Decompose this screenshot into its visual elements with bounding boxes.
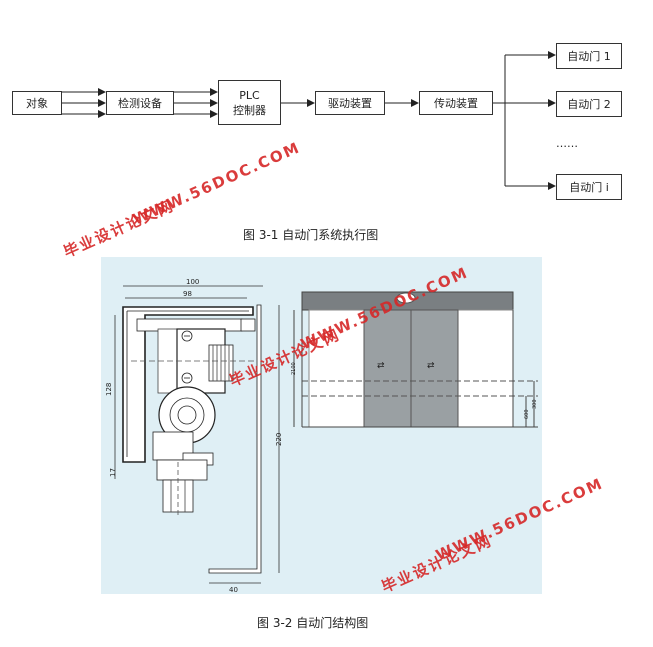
flow-box-door-1-label: 自动门 1 — [567, 50, 611, 63]
flow-box-door-2-label: 自动门 2 — [567, 98, 611, 111]
dim-label-300: 300 — [532, 399, 538, 409]
flow-box-plc-line1: PLC — [239, 88, 260, 102]
dim-label-40: 40 — [229, 586, 238, 594]
dim-label-98: 98 — [183, 290, 192, 298]
side-panel-right — [457, 309, 514, 428]
flow-box-door-2: 自动门 2 — [556, 91, 622, 117]
dim-label-220: 220 — [275, 433, 283, 446]
front-elevation: ⇄ ⇄ — [293, 291, 538, 428]
dim-label-128: 128 — [105, 383, 113, 396]
structure-drawing: 100 98 128 17 220 40 ⇄ ⇄ 210 — [105, 278, 538, 594]
flow-box-plc: PLC 控制器 — [218, 80, 281, 125]
left-arrows-icon: ⇄ — [377, 361, 385, 371]
flow-box-object: 对象 — [12, 91, 62, 115]
flow-box-drive: 驱动装置 — [315, 91, 385, 115]
door-leaf-right — [410, 309, 459, 428]
side-panel-left — [308, 309, 365, 428]
flow-box-door-i-label: 自动门 i — [569, 181, 609, 194]
dim-label-100: 100 — [186, 278, 199, 286]
dim-label-2100: 2100 — [291, 362, 297, 375]
sensor — [396, 292, 416, 304]
dim-label-600: 600 — [524, 409, 530, 419]
l-bracket — [208, 304, 262, 574]
flow-box-door-1: 自动门 1 — [556, 43, 622, 69]
flow-box-detect: 检测设备 — [106, 91, 174, 115]
right-arrows-icon: ⇄ — [427, 361, 435, 371]
flow-box-detect-label: 检测设备 — [118, 97, 162, 110]
structure-drawing-panel: 100 98 128 17 220 40 ⇄ ⇄ 210 — [101, 257, 542, 594]
flow-box-plc-line2: 控制器 — [233, 103, 266, 117]
flow-box-object-label: 对象 — [26, 97, 48, 110]
door-leaf-left — [363, 309, 412, 428]
dim-label-17: 17 — [109, 468, 117, 477]
housing-profile — [122, 306, 254, 463]
figure-caption-3-2: 图 3-2 自动门结构图 — [257, 616, 369, 630]
figure-caption-3-1: 图 3-1 自动门系统执行图 — [243, 228, 379, 242]
flow-ellipsis: …… — [556, 137, 578, 150]
flow-box-drive-label: 驱动装置 — [328, 97, 372, 110]
flow-box-door-i: 自动门 i — [556, 174, 622, 200]
flow-box-transmission-label: 传动装置 — [434, 97, 478, 110]
flow-box-transmission: 传动装置 — [419, 91, 493, 115]
